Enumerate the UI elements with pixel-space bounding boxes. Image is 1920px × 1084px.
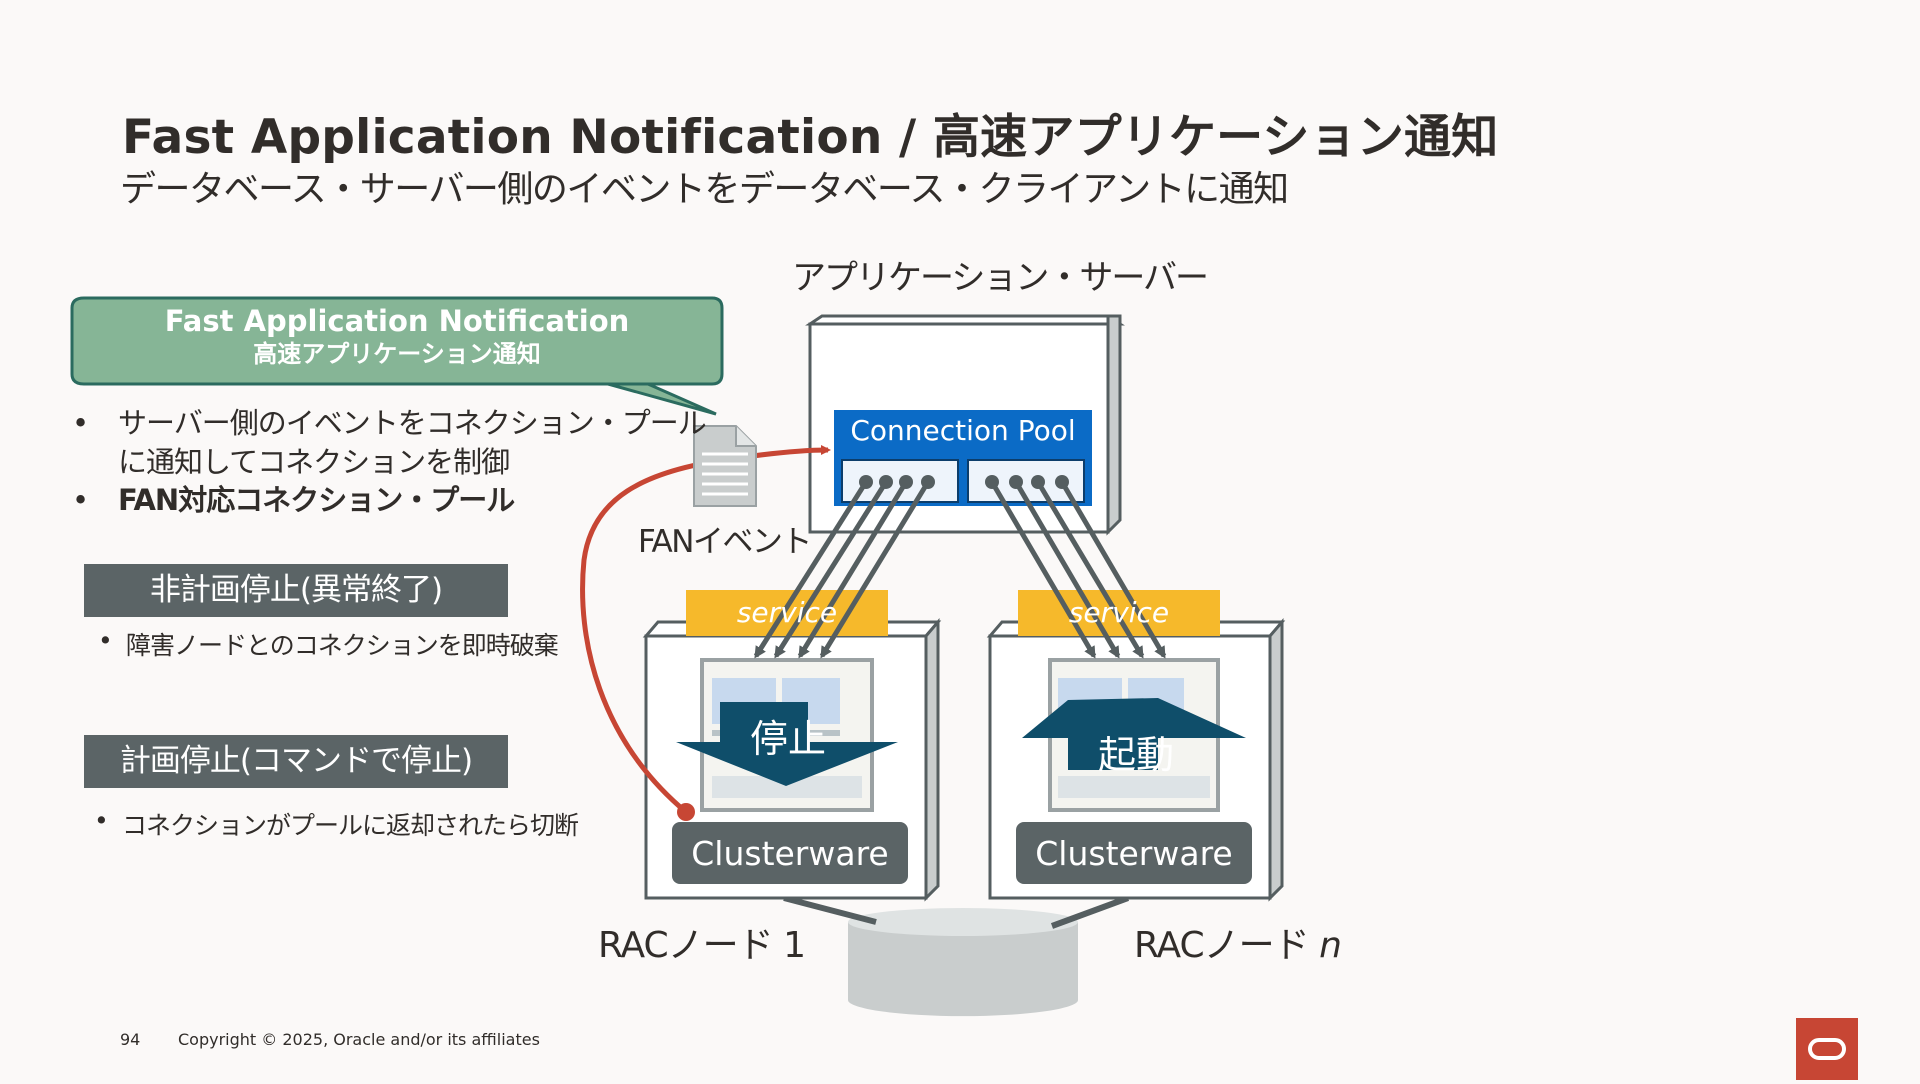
start-arrow: [1022, 698, 1246, 770]
stop-label: 停止: [749, 717, 826, 761]
fan-event-origin-dot: [677, 803, 695, 821]
copyright-text: Copyright © 2025, Oracle and/or its affi…: [178, 1030, 540, 1049]
service-label-n: service: [1068, 596, 1170, 629]
clusterware-label-n: Clusterware: [1035, 834, 1233, 873]
page-subtitle: データベース・サーバー側のイベントをデータベース・クライアントに通知: [120, 169, 1289, 210]
bullet-item-1: • サーバー側のイベントをコネクション・プール に通知してコネクションを制御: [72, 404, 707, 482]
clusterware-box-1: [672, 822, 908, 884]
service-label-1: service: [736, 596, 838, 629]
bullet-1-line1: サーバー側のイベントをコネクション・プール: [118, 406, 707, 440]
bullet-dot: •: [72, 406, 89, 440]
unplanned-outage-text: 障害ノードとのコネクションを即時破棄: [126, 631, 559, 660]
service-bar-1: [686, 590, 888, 636]
planned-outage-text: コネクションがプールに返却されたら切断: [122, 811, 579, 840]
rac-node-n-label: RACノード n: [1134, 916, 1342, 968]
callout-text: Fast Application Notification 高速アプリケーション…: [72, 304, 722, 370]
rac-node-1-label: RACノード 1: [598, 925, 806, 966]
connection-dots-right: [985, 475, 1069, 489]
clusterware-label-1: Clusterware: [691, 834, 889, 873]
noden-db-link: [1050, 895, 1130, 929]
bullet-item-2: • FAN対応コネクション・プール: [72, 481, 515, 520]
callout-bubble: [70, 296, 724, 416]
connections-right: [989, 480, 1167, 659]
bullet-dot: •: [94, 806, 109, 835]
callout-line2: 高速アプリケーション通知: [253, 340, 541, 368]
document-icon: [693, 425, 757, 507]
start-label: 起動: [1097, 733, 1174, 777]
unplanned-outage-label: 非計画停止(異常終了): [84, 564, 508, 617]
connections-left: [753, 480, 931, 659]
rac-node-n-suffix: n: [1319, 925, 1342, 966]
bullet-2-line1: FAN対応コネクション・プール: [118, 483, 515, 517]
page-number: 94: [120, 1030, 141, 1049]
planned-outage-label: 計画停止(コマンドで停止): [84, 735, 508, 788]
callout-line1: Fast Application Notification: [164, 304, 630, 338]
app-server-label: アプリケーション・サーバー: [792, 258, 1209, 298]
unplanned-outage-bullet: • 障害ノードとのコネクションを即時破棄: [98, 626, 559, 662]
connection-dots-left: [859, 475, 935, 489]
clusterware-box-n: [1016, 822, 1252, 884]
rac-node-n-prefix: RACノード: [1134, 925, 1320, 966]
database-cylinder: [848, 908, 1078, 1017]
page-title: Fast Application Notification / 高速アプリケーシ…: [122, 110, 1499, 165]
node1-db-link: [783, 895, 877, 925]
fan-event-arrow: [580, 445, 831, 814]
bullet-1-line2: に通知してコネクションを制御: [118, 445, 510, 479]
fan-event-label: FANイベント: [638, 524, 812, 560]
bullet-dot: •: [98, 626, 113, 655]
connection-pool-label: Connection Pool: [850, 414, 1076, 447]
bullet-dot: •: [72, 483, 89, 517]
planned-outage-bullet: • コネクションがプールに返却されたら切断: [94, 806, 579, 842]
stop-arrow: [676, 702, 898, 786]
oracle-logo-icon: [1796, 1018, 1858, 1080]
